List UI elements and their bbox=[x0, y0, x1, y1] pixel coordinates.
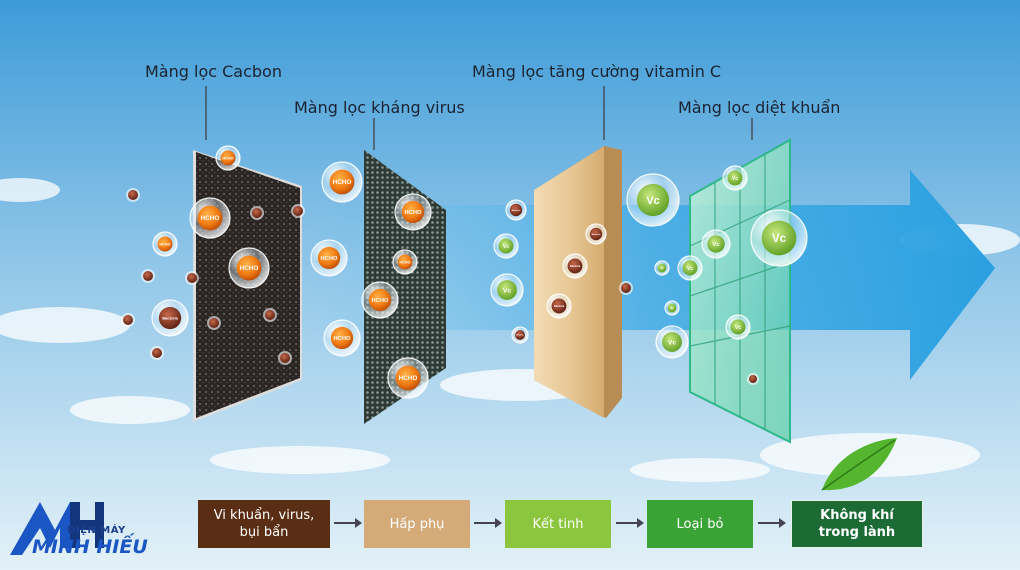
hcho-particle: HCHO bbox=[361, 281, 399, 319]
vitamin-c-particle: Vc bbox=[664, 300, 680, 316]
label-pointers bbox=[205, 86, 753, 150]
particle-label: Bacteria bbox=[162, 315, 178, 320]
hcho-particle: HCHO bbox=[323, 319, 361, 357]
process-step-label: Vi khuẩn, virus, bụi bẩn bbox=[213, 508, 315, 540]
particle-label: Bacteria bbox=[592, 233, 601, 236]
hcho-particle: HCHO bbox=[228, 247, 270, 289]
particle-label: Vc bbox=[503, 287, 511, 294]
vitamin-c-particle: Vc bbox=[490, 273, 524, 307]
particles-layer: HCHO HCHO HCHO HCHO HCHO HCHO HCHO HCHO HCHO HCHO… bbox=[121, 145, 808, 399]
particle-label: HCHO bbox=[159, 242, 170, 246]
hcho-particle: HCHO bbox=[189, 197, 231, 239]
vitamin-c-particle: Vc bbox=[655, 325, 689, 359]
hcho-particle: HCHO bbox=[321, 161, 363, 203]
process-step-label: Kết tinh bbox=[532, 516, 584, 532]
dust-particle bbox=[126, 188, 140, 202]
vitamin-c-particle: Vc bbox=[493, 233, 519, 259]
particle-label: Bacteria bbox=[517, 334, 524, 337]
particle-label: HCHO bbox=[201, 215, 220, 222]
dust-particle bbox=[141, 269, 155, 283]
bacteria-particle: Bacteria bbox=[151, 299, 189, 337]
vitamin-c-filter bbox=[534, 146, 622, 418]
bacteria-particle: Bacteria bbox=[511, 326, 529, 344]
particle-label: HCHO bbox=[399, 375, 418, 382]
particle-label: HCHO bbox=[399, 260, 410, 264]
particle-label: Vc bbox=[503, 244, 509, 250]
vitamin-c-particle: Vc bbox=[654, 260, 670, 276]
particle-label: Bacteria bbox=[554, 304, 565, 308]
particle-label: HCHO bbox=[333, 179, 352, 186]
vitamin-c-particle: Vc bbox=[677, 255, 703, 281]
dust-particle bbox=[250, 206, 264, 220]
process-step-label: Hấp phụ bbox=[389, 516, 445, 532]
logo-line-1: ĐIỆN MÁY bbox=[67, 525, 126, 536]
dust-particle bbox=[291, 204, 305, 218]
particle-label: Vc bbox=[668, 339, 676, 346]
vitamin-c-particle: Vc bbox=[701, 229, 731, 259]
vitamin-c-particle: Vc bbox=[750, 209, 808, 267]
dust-particle bbox=[185, 271, 199, 285]
vitamin-c-particle: Vc bbox=[722, 165, 748, 191]
bacteria-particle: Bacteria bbox=[562, 253, 588, 279]
vitamin-c-particle: Vc bbox=[626, 173, 680, 227]
particle-label: Bacteria bbox=[570, 264, 581, 268]
particle-label: HCHO bbox=[240, 265, 259, 272]
process-step-2: Hấp phụ bbox=[364, 500, 470, 548]
process-arrow bbox=[474, 518, 502, 528]
hcho-particle: HCHO bbox=[215, 145, 241, 171]
process-step-1: Vi khuẩn, virus, bụi bẩn bbox=[198, 500, 330, 548]
vitamin-c-particle: Vc bbox=[725, 314, 751, 340]
hcho-particle: HCHO bbox=[310, 239, 348, 277]
process-arrow bbox=[616, 518, 644, 528]
particle-label: HCHO bbox=[334, 336, 351, 342]
dust-particle bbox=[150, 346, 164, 360]
process-arrow bbox=[334, 518, 362, 528]
dust-particle bbox=[619, 281, 633, 295]
process-arrow bbox=[758, 518, 786, 528]
particle-label: HCHO bbox=[405, 210, 422, 216]
particle-label: Vc bbox=[670, 306, 674, 310]
logo-line-2: MINH HIẾU bbox=[32, 536, 148, 558]
process-step-4: Loại bỏ bbox=[647, 500, 753, 548]
dust-particle bbox=[747, 373, 759, 385]
dust-particle bbox=[263, 308, 277, 322]
leaf-icon bbox=[821, 438, 897, 491]
dust-particle bbox=[207, 316, 221, 330]
antivirus-filter-label: Màng lọc kháng virus bbox=[294, 98, 465, 117]
dust-particle bbox=[121, 313, 135, 327]
process-step-label: Không khí trong lành bbox=[818, 508, 896, 540]
antibacterial-filter-label: Màng lọc diệt khuẩn bbox=[678, 98, 841, 117]
bacteria-particle: Bacteria bbox=[585, 223, 607, 245]
particle-label: HCHO bbox=[222, 156, 233, 160]
logo-mark bbox=[10, 502, 104, 555]
process-step-5: Không khí trong lành bbox=[791, 500, 923, 548]
particle-label: HCHO bbox=[372, 298, 389, 304]
hcho-particle: HCHO bbox=[152, 231, 178, 257]
dust-particle bbox=[278, 351, 292, 365]
particle-label: HCHO bbox=[321, 256, 338, 262]
particle-label: Vc bbox=[660, 266, 664, 270]
hcho-particle: HCHO bbox=[392, 249, 418, 275]
particle-label: Vc bbox=[772, 232, 787, 245]
particle-label: Vc bbox=[687, 266, 693, 272]
vitamin-c-filter-label: Màng lọc tăng cường vitamin C bbox=[472, 62, 722, 81]
particle-label: Vc bbox=[732, 176, 738, 182]
particle-label: Vc bbox=[735, 325, 741, 331]
particle-label: Vc bbox=[712, 242, 720, 248]
process-step-label: Loại bỏ bbox=[676, 516, 724, 532]
particle-label: Bacteria bbox=[512, 209, 521, 212]
hcho-particle: HCHO bbox=[394, 193, 432, 231]
hcho-particle: HCHO bbox=[387, 357, 429, 399]
carbon-filter-label: Màng lọc Cacbon bbox=[145, 62, 282, 81]
process-step-3: Kết tinh bbox=[505, 500, 611, 548]
particle-label: Vc bbox=[646, 195, 659, 207]
bacteria-particle: Bacteria bbox=[505, 199, 527, 221]
bacteria-particle: Bacteria bbox=[546, 293, 572, 319]
airflow-arrow bbox=[300, 170, 995, 380]
